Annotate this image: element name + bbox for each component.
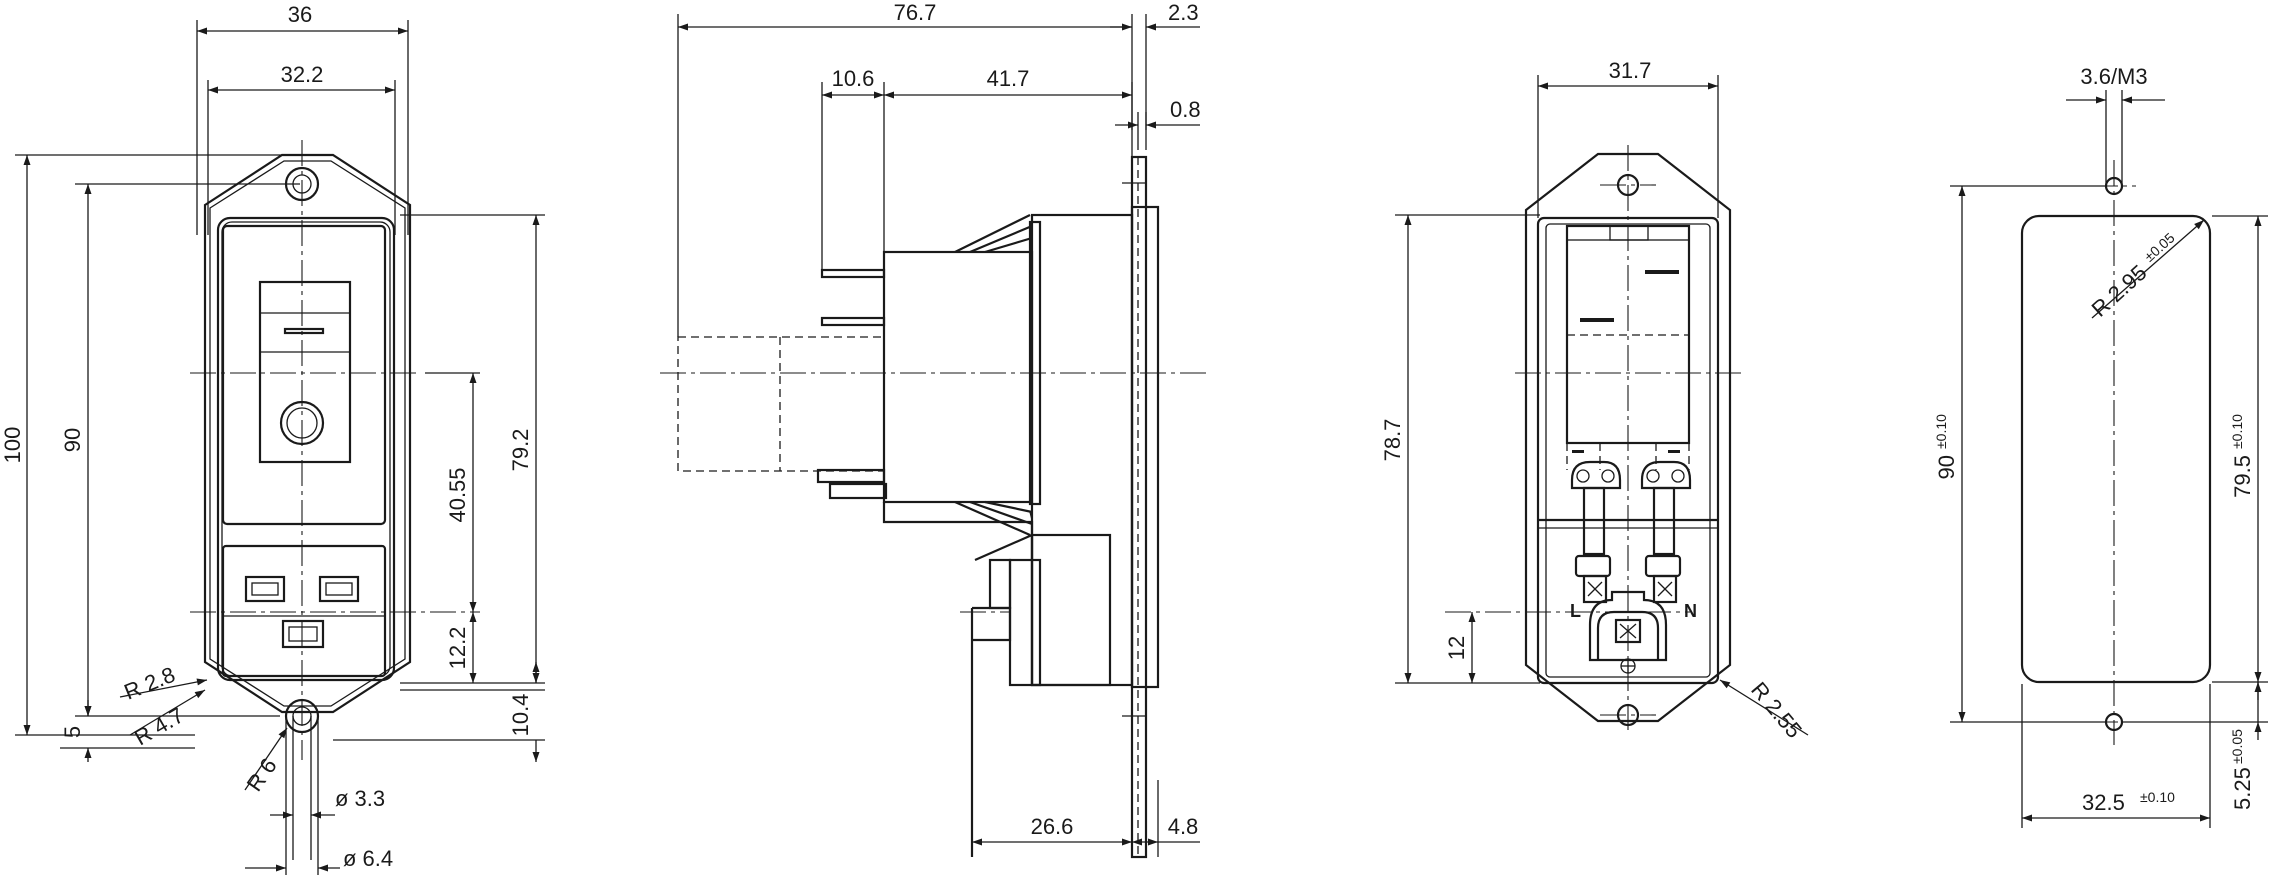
dim-r-2-55: R 2.55 (1746, 677, 1807, 743)
dim-10-4: 10.4 (508, 694, 533, 737)
dim-31-7: 31.7 (1609, 58, 1652, 83)
cutout-view: 3.6/M3 90 ±0.10 R 2.95 ±0.05 79.5 ±0.10 … (1933, 64, 2268, 828)
back-terminals (1570, 460, 1692, 604)
svg-text:32.5: 32.5 (2082, 790, 2125, 815)
dim-100: 100 (0, 427, 25, 464)
dim-79-2: 79.2 (508, 429, 533, 472)
dim-2-3: 2.3 (1168, 0, 1199, 25)
svg-text:79.5: 79.5 (2230, 455, 2255, 498)
dim-d-6-4: ø 6.4 (343, 846, 393, 871)
dim-40-55: 40.55 (445, 467, 470, 522)
dim-78-7: 78.7 (1380, 419, 1405, 462)
inlet-socket (221, 544, 387, 678)
svg-text:±0.10: ±0.10 (1933, 414, 1949, 449)
dim-26-6: 26.6 (1031, 814, 1074, 839)
front-view: 36 32.2 100 90 79.2 40.55 12.2 10.4 5 R … (0, 2, 545, 875)
inlet-pins (244, 575, 360, 649)
side-view: 76.7 2.3 10.6 41.7 0.8 26.6 4.8 (660, 0, 1210, 859)
dim-5: 5 (60, 726, 85, 738)
label-live: L (1570, 601, 1581, 621)
svg-text:±0.10: ±0.10 (2229, 414, 2245, 449)
earth-terminal (1588, 590, 1668, 662)
dim-r-6: R 6 (242, 753, 282, 795)
dim-5-25: 5.25 ±0.05 (2229, 729, 2255, 810)
dim-r-2-95: R 2.95 ±0.05 (2087, 229, 2178, 322)
svg-text:±0.05: ±0.05 (2229, 729, 2245, 764)
svg-text:5.25: 5.25 (2230, 767, 2255, 810)
dim-12: 12 (1444, 636, 1469, 660)
panel-cutout (2020, 214, 2212, 684)
svg-text:90: 90 (1934, 455, 1959, 479)
dim-36: 36 (288, 2, 312, 27)
dim-3-6-m3: 3.6/M3 (2080, 64, 2147, 89)
dim-79-5: 79.5 ±0.10 (2229, 414, 2255, 498)
dim-d-3-3: ø 3.3 (335, 786, 385, 811)
dim-12-2: 12.2 (445, 627, 470, 670)
dim-4-8: 4.8 (1168, 814, 1199, 839)
label-neutral: N (1684, 601, 1697, 621)
svg-text:±0.10: ±0.10 (2140, 789, 2175, 805)
dim-10-6: 10.6 (832, 66, 875, 91)
dim-90: 90 (60, 428, 85, 452)
svg-text:R 2.95: R 2.95 (2087, 260, 2152, 322)
dim-76-7: 76.7 (894, 0, 937, 25)
dim-41-7: 41.7 (987, 66, 1030, 91)
dim-32-2: 32.2 (281, 62, 324, 87)
back-view: L N 31.7 78.7 12 R 2.55 (1380, 58, 1809, 743)
dim-90-cutout: 90 ±0.10 (1933, 414, 1959, 480)
fuse-holder (258, 280, 352, 464)
dim-r-2-8: R 2.8 (121, 662, 179, 705)
dim-0-8: 0.8 (1170, 97, 1201, 122)
dim-r-4-7: R 4.7 (130, 702, 188, 750)
dim-32-5: 32.5 ±0.10 (2082, 789, 2175, 815)
